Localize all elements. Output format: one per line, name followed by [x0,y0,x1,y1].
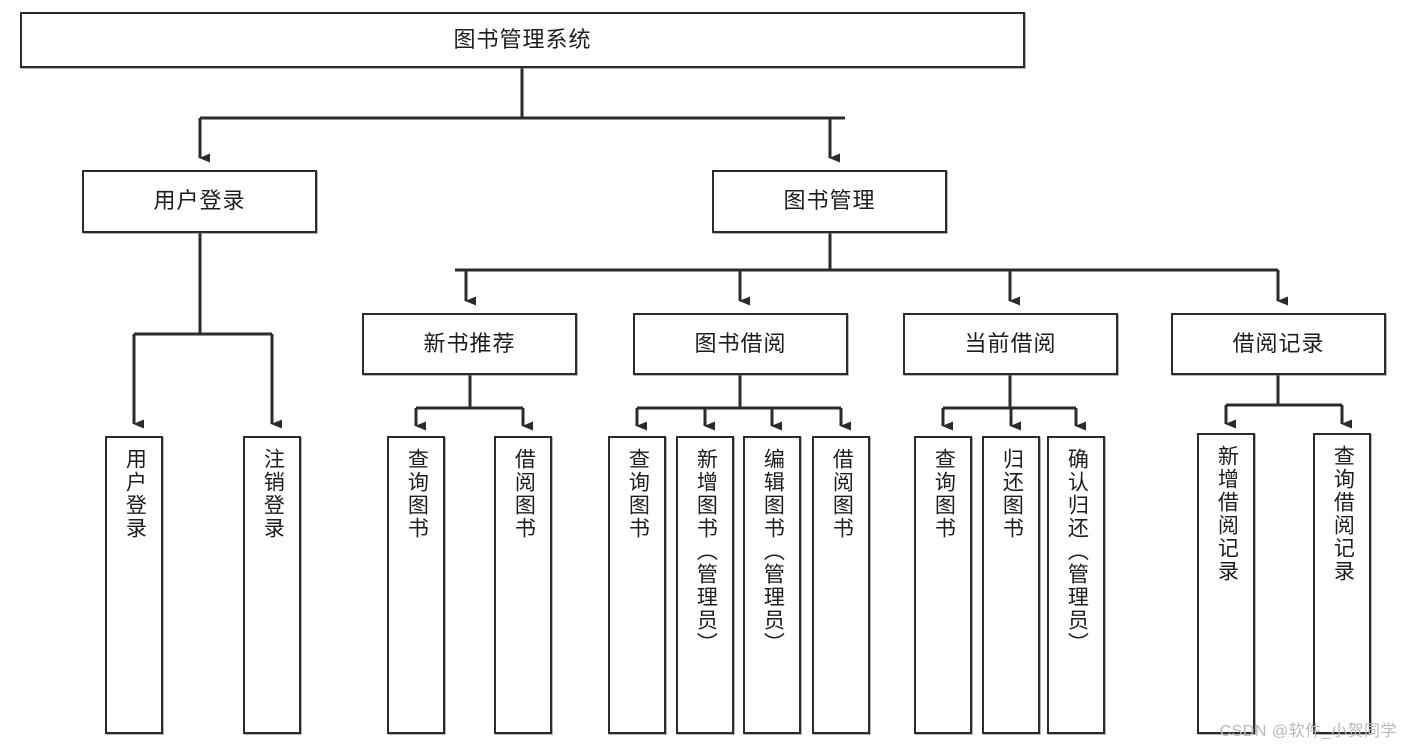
leaf-new-book-query-book[interactable]: 查询图书 [387,436,445,734]
node-label: 注销登录 [261,448,285,540]
node-current-borrow[interactable]: 当前借阅 [903,313,1118,375]
leaf-book-borrow-query-book[interactable]: 查询图书 [608,436,666,734]
leaf-borrow-record-add-record[interactable]: 新增借阅记录 [1197,433,1255,734]
csdn-watermark: CSDN @软件_小贺同学 [1219,723,1397,740]
node-label: 借阅记录 [1232,330,1325,356]
leaf-book-borrow-borrow-book[interactable]: 借阅图书 [812,436,870,734]
node-book-management[interactable]: 图书管理 [712,170,947,233]
node-label: 新增图书（管理员） [694,448,718,655]
node-new-book-recommend[interactable]: 新书推荐 [362,313,577,375]
node-label: 编辑图书（管理员） [761,448,785,655]
node-borrow-record[interactable]: 借阅记录 [1171,313,1386,375]
node-label: 查询图书 [405,448,429,540]
node-label: 新书推荐 [423,330,516,356]
node-label: 查询图书 [626,448,650,540]
node-label: 借阅图书 [512,448,536,540]
node-book-borrow[interactable]: 图书借阅 [633,313,848,375]
node-root-book-management-system[interactable]: 图书管理系统 [20,12,1025,68]
leaf-current-borrow-query-book[interactable]: 查询图书 [914,436,972,734]
node-label: 图书管理 [783,188,876,214]
node-label: 归还图书 [1000,448,1024,540]
leaf-book-borrow-edit-book-admin[interactable]: 编辑图书（管理员） [743,436,801,734]
node-label: 查询借阅记录 [1331,445,1355,583]
leaf-user-login-login[interactable]: 用户登录 [105,436,163,734]
node-label: 当前借阅 [964,330,1057,356]
node-label: 借阅图书 [830,448,854,540]
node-label: 用户登录 [123,448,147,540]
node-label: 查询图书 [932,448,956,540]
leaf-borrow-record-query-record[interactable]: 查询借阅记录 [1313,433,1371,734]
leaf-new-book-borrow-book[interactable]: 借阅图书 [494,436,552,734]
node-label: 图书管理系统 [453,26,592,52]
leaf-user-login-logout[interactable]: 注销登录 [243,436,301,734]
node-user-login[interactable]: 用户登录 [82,170,317,233]
leaf-current-borrow-confirm-return-admin[interactable]: 确认归还（管理员） [1047,436,1105,734]
leaf-book-borrow-add-book-admin[interactable]: 新增图书（管理员） [676,436,734,734]
node-label: 新增借阅记录 [1215,445,1239,583]
node-label: 用户登录 [153,188,246,214]
node-label: 确认归还（管理员） [1065,448,1089,655]
leaf-current-borrow-return-book[interactable]: 归还图书 [982,436,1040,734]
node-label: 图书借阅 [694,330,787,356]
